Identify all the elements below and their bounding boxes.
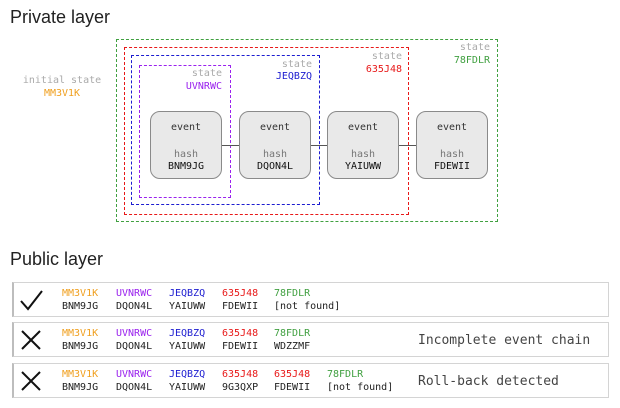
initial-state-label: initial state [22, 75, 102, 86]
state-hash-635j48: 635J48 [365, 64, 402, 75]
row-state: UVNRWC [116, 328, 153, 339]
state-hash-jeqbzq: JEQBZQ [275, 71, 312, 82]
event-hash: YAIUWW [344, 161, 382, 172]
event-label: event [259, 122, 291, 133]
public-row-incomplete: MM3V1K UVNRWC JEQBZQ 635J48 78FDLR BNM9J… [12, 322, 609, 357]
row-hash: DQON4L [116, 301, 153, 312]
row-state: JEQBZQ [169, 369, 206, 380]
event-connector [399, 145, 417, 146]
row-hash: BNM9JG [62, 341, 99, 352]
row-state: JEQBZQ [169, 328, 206, 339]
event-hash: FDEWII [433, 161, 471, 172]
event-label: event [170, 122, 202, 133]
event-label: event [347, 122, 379, 133]
row-state: MM3V1K [62, 369, 99, 380]
event-node: event hash DQON4L [239, 111, 311, 179]
row-hash: YAIUWW [169, 341, 206, 352]
cross-icon [21, 371, 41, 391]
state-label-jeqbzq: state [281, 59, 312, 70]
row-state: UVNRWC [116, 288, 153, 299]
row-hash: YAIUWW [169, 301, 206, 312]
row-state: 635J48 [222, 369, 259, 380]
state-label-78fdlr: state [459, 42, 490, 53]
state-box-uvnrwc [139, 65, 231, 198]
row-hash: [not found] [274, 301, 341, 312]
cross-icon [21, 330, 41, 350]
row-hash: 9G3QXP [222, 382, 259, 393]
row-hash: FDEWII [222, 341, 259, 352]
row-state: 635J48 [222, 328, 259, 339]
event-hash-label: hash [173, 149, 199, 160]
state-hash-78fdlr: 78FDLR [453, 55, 490, 66]
event-node: event hash FDEWII [416, 111, 488, 179]
row-hash: BNM9JG [62, 301, 99, 312]
row-hash: DQON4L [116, 382, 153, 393]
event-node: event hash BNM9JG [150, 111, 222, 179]
row-hash: YAIUWW [169, 382, 206, 393]
public-row-rollback: MM3V1K UVNRWC JEQBZQ 635J48 635J48 78FDL… [12, 363, 609, 398]
event-hash: DQON4L [256, 161, 294, 172]
row-hash: DQON4L [116, 341, 153, 352]
row-state: 78FDLR [327, 369, 364, 380]
state-box-635j48 [124, 47, 409, 215]
row-state: 635J48 [274, 369, 311, 380]
row-state: MM3V1K [62, 328, 99, 339]
row-hash: WDZZMF [274, 341, 311, 352]
row-hash: FDEWII [274, 382, 311, 393]
row-hash: BNM9JG [62, 382, 99, 393]
initial-state-hash: MM3V1K [43, 88, 81, 99]
event-connector [311, 145, 328, 146]
state-hash-uvnrwc: UVNRWC [185, 81, 222, 92]
row-hash: [not found] [327, 382, 394, 393]
event-hash-label: hash [350, 149, 376, 160]
row-status-message: Incomplete event chain [418, 333, 591, 348]
event-hash-label: hash [439, 149, 465, 160]
state-box-jeqbzq [131, 55, 320, 205]
event-label: event [436, 122, 468, 133]
private-layer-title: Private layer [10, 7, 111, 27]
check-icon [20, 290, 43, 311]
row-state: 78FDLR [274, 288, 311, 299]
row-state: MM3V1K [62, 288, 99, 299]
state-box-78fdlr [116, 39, 498, 222]
public-row-valid: MM3V1K UVNRWC JEQBZQ 635J48 78FDLR BNM9J… [12, 282, 609, 317]
state-label-uvnrwc: state [191, 68, 222, 79]
row-hash: FDEWII [222, 301, 259, 312]
event-node: event hash YAIUWW [327, 111, 399, 179]
row-state: UVNRWC [116, 369, 153, 380]
row-status-message: Roll-back detected [418, 374, 559, 389]
row-state: JEQBZQ [169, 288, 206, 299]
public-layer-title: Public layer [10, 249, 104, 269]
row-state: 78FDLR [274, 328, 311, 339]
row-state: 635J48 [222, 288, 259, 299]
event-hash-label: hash [262, 149, 288, 160]
event-hash: BNM9JG [167, 161, 205, 172]
state-label-635j48: state [371, 51, 402, 62]
event-connector [222, 145, 240, 146]
